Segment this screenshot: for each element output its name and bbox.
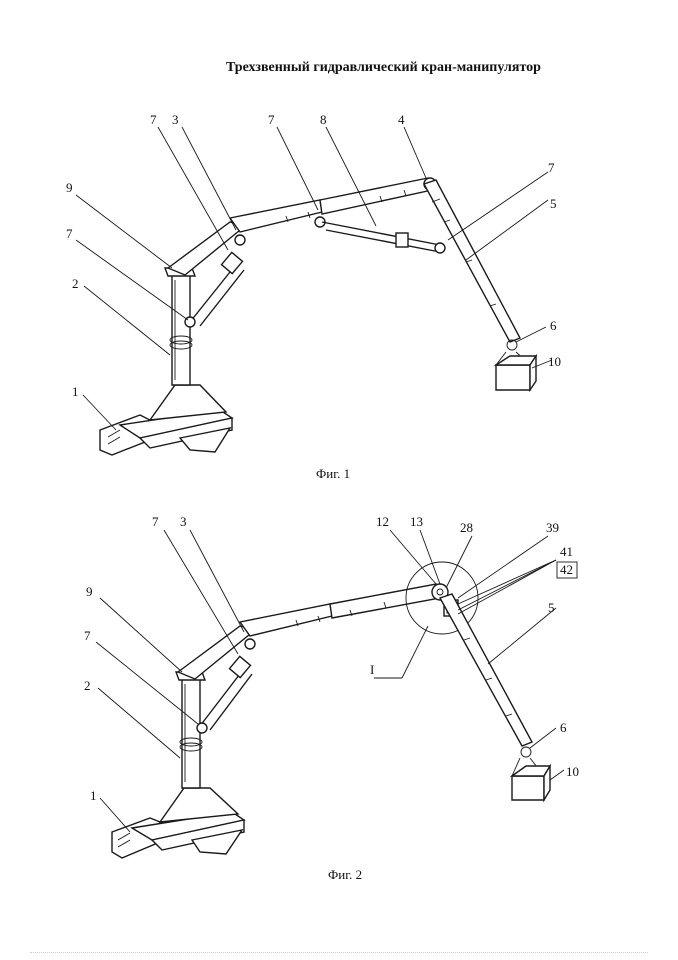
fig1-label-5: 5: [550, 196, 557, 211]
fig1-label-7b: 7: [268, 112, 275, 127]
fig1-label-6: 6: [550, 318, 557, 333]
fig2-label-7b: 7: [84, 628, 91, 643]
fig1-label-10: 10: [548, 354, 561, 369]
fig2-label-10: 10: [566, 764, 579, 779]
figure-2-caption: Фиг. 2: [328, 867, 363, 882]
fig2-leader-lines: [95, 529, 565, 833]
fig2-label-6: 6: [560, 720, 567, 735]
fig2-label-12: 12: [376, 514, 389, 529]
fig1-upper-cylinder: [321, 221, 446, 254]
fig1-label-9: 9: [66, 180, 73, 195]
fig2-base-frame: [111, 787, 246, 859]
figure-1-caption: Фиг. 1: [316, 466, 351, 481]
fig1-base-frame: [99, 384, 234, 456]
fig1-jib: [422, 179, 521, 343]
fig1-label-7d: 7: [66, 226, 73, 241]
fig1-lower-cylinder: [184, 234, 246, 328]
fig1-label-1: 1: [72, 384, 79, 399]
fig1-label-7c: 7: [548, 160, 555, 175]
fig2-label-39: 39: [546, 520, 559, 535]
fig2-label-28: 28: [460, 520, 473, 535]
fig1-main-arm: [166, 177, 437, 276]
fig2-hook-and-load: [509, 746, 552, 803]
fig1-hook-and-load: [493, 339, 538, 393]
fig2-label-2: 2: [84, 678, 91, 693]
fig2-label-13: 13: [410, 514, 423, 529]
document-title: Трехзвенный гидравлический кран-манипуля…: [226, 60, 541, 75]
fig2-label-41: 41: [560, 544, 573, 559]
fig2-label-7a: 7: [152, 514, 159, 529]
fig2-lower-cylinder: [196, 638, 256, 734]
fig1-label-2: 2: [72, 276, 79, 291]
fig1-label-4: 4: [398, 112, 405, 127]
fig2-label-9: 9: [86, 584, 93, 599]
fig1-label-8: 8: [320, 112, 327, 127]
page-footer-rule: [30, 952, 648, 953]
fig1-label-7a: 7: [150, 112, 157, 127]
fig2-label-42: 42: [560, 562, 573, 577]
fig2-label-I: I: [370, 662, 374, 677]
fig2-label-42-box: [556, 561, 578, 579]
fig2-label-5: 5: [548, 600, 555, 615]
fig2-label-3: 3: [180, 514, 187, 529]
fig2-main-arm: [176, 583, 441, 680]
fig1-leader-lines: [75, 126, 553, 431]
fig2-label-1: 1: [90, 788, 97, 803]
fig2-jib: [438, 593, 533, 747]
fig1-label-3: 3: [172, 112, 179, 127]
